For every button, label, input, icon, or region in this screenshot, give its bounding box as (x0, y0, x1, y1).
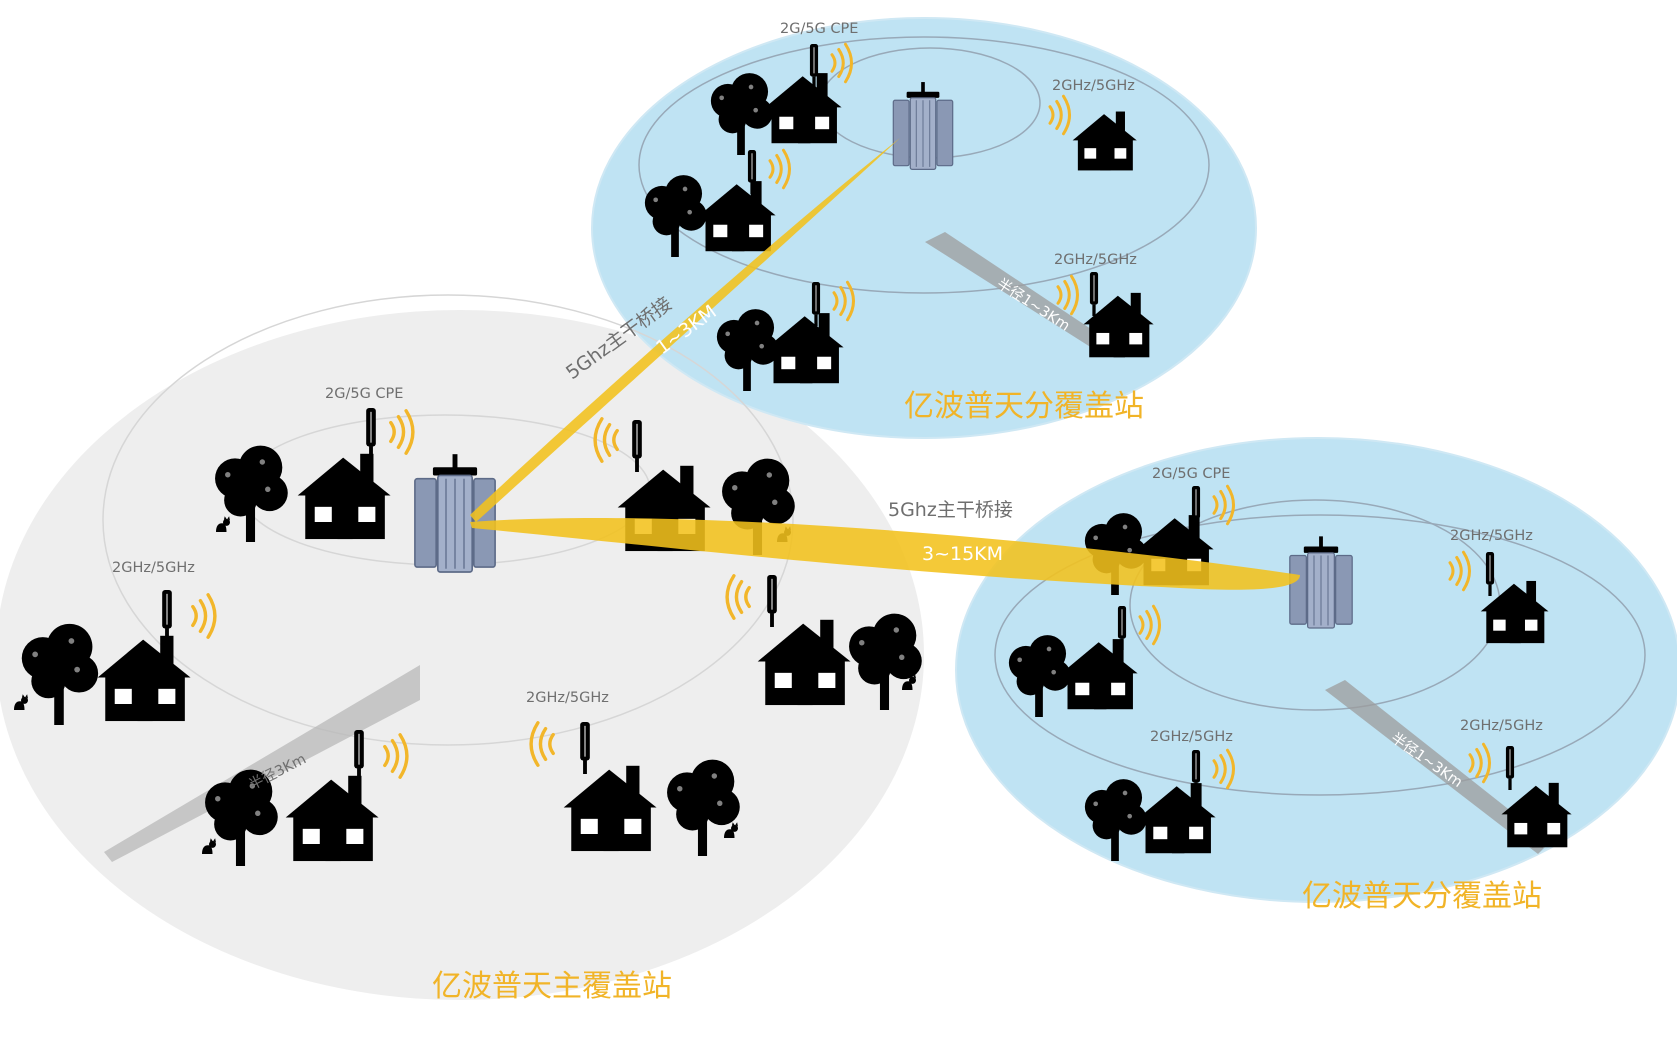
main-radius-beam (104, 665, 420, 862)
sub-right-band-label-3: 2GHz/5GHz (1460, 718, 1543, 734)
main-cpe-label: 2G/5G CPE (325, 386, 403, 402)
bridge-beam-right (470, 517, 1300, 590)
sub-top-band-label-1: 2GHz/5GHz (1052, 78, 1135, 94)
main-station-title: 亿波普天主覆盖站 (432, 969, 672, 1004)
sub-top-radius-beam (925, 232, 1100, 348)
main-band-label-bottom: 2GHz/5GHz (526, 690, 609, 706)
bridge-beam-top (470, 138, 900, 522)
sub-right-radius-beam (1325, 680, 1550, 854)
sub-station-top-title: 亿波普天分覆盖站 (904, 389, 1144, 424)
sub-right-band-label-2: 2GHz/5GHz (1150, 729, 1233, 745)
sub-top-cpe-label: 2G/5G CPE (780, 21, 858, 37)
sub-right-band-label-1: 2GHz/5GHz (1450, 528, 1533, 544)
sub-right-cpe-label: 2G/5G CPE (1152, 466, 1230, 482)
sub-station-right-title: 亿波普天分覆盖站 (1302, 879, 1542, 914)
main-band-label-left: 2GHz/5GHz (112, 560, 195, 576)
bridge-right-label: 5Ghz主干桥接 (888, 499, 1013, 521)
bridge-right-distance: 3~15KM (922, 543, 1003, 565)
sub-top-band-label-2: 2GHz/5GHz (1054, 252, 1137, 268)
